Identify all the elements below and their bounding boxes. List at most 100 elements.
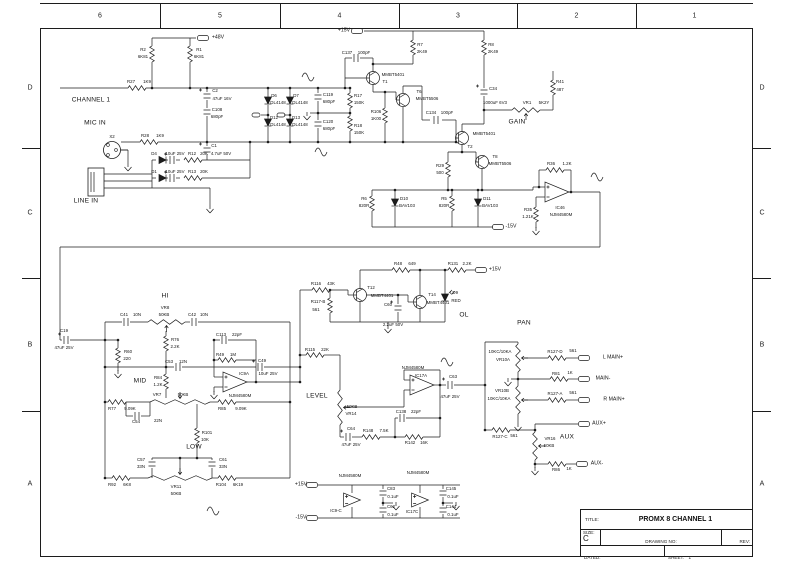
xlr-pin-icon bbox=[114, 148, 118, 152]
transistor-symbol bbox=[353, 288, 364, 302]
junction-dot bbox=[533, 428, 537, 432]
junction-dot bbox=[266, 140, 270, 144]
resistor-symbol bbox=[186, 45, 194, 63]
junction-dot bbox=[288, 86, 292, 90]
capacitor-symbol bbox=[175, 363, 181, 371]
resistor-symbol bbox=[480, 39, 488, 56]
zone-row-label: D bbox=[27, 84, 33, 92]
potentiometer-symbol bbox=[147, 319, 186, 325]
jack-connector-symbol bbox=[87, 167, 105, 197]
zone-row-label: A bbox=[27, 480, 33, 488]
connector-symbol bbox=[197, 35, 209, 41]
title-row: TITLE: PROMX 8 CHANNEL 1 bbox=[581, 510, 752, 530]
resistor-symbol bbox=[545, 167, 565, 173]
connector-symbol bbox=[578, 397, 590, 403]
transistor-symbol bbox=[475, 155, 486, 169]
resistor-symbol bbox=[368, 195, 376, 212]
junction-dot bbox=[348, 140, 352, 144]
resistor-symbol bbox=[111, 475, 131, 481]
wiper-arrow-icon bbox=[164, 324, 169, 332]
diode-symbol bbox=[473, 198, 483, 207]
jack-connector-symbol bbox=[90, 172, 95, 192]
junction-dot bbox=[205, 140, 209, 144]
junction-dot bbox=[569, 190, 573, 194]
junction-dot bbox=[348, 86, 352, 90]
capacitor-symbol bbox=[439, 490, 447, 496]
capacitor-symbol bbox=[203, 93, 211, 99]
ground-icon bbox=[392, 502, 400, 511]
opamp-symbol bbox=[413, 495, 417, 504]
potentiometer-symbol bbox=[515, 343, 521, 373]
zone-row-label: A bbox=[759, 480, 765, 488]
polarity-plus-icon bbox=[164, 152, 167, 156]
capacitor-symbol bbox=[169, 174, 175, 182]
zone-tick bbox=[753, 148, 771, 149]
resistor-symbol bbox=[444, 161, 452, 178]
dated-label: DATED: bbox=[584, 555, 601, 560]
rev-cell: REV: bbox=[722, 530, 752, 545]
zone-row-label: B bbox=[759, 341, 765, 348]
resistor-symbol bbox=[391, 267, 411, 273]
connector-symbol bbox=[578, 421, 590, 427]
opamp-symbol bbox=[224, 375, 228, 388]
capacitor-symbol bbox=[208, 461, 216, 467]
connector-symbol bbox=[306, 482, 318, 488]
capacitor-symbol bbox=[447, 381, 453, 389]
drawing-frame bbox=[40, 28, 753, 557]
sheet-label: SHEET: bbox=[668, 555, 685, 560]
potentiometer-symbol bbox=[147, 475, 213, 481]
polarity-plus-icon bbox=[442, 377, 445, 381]
resistor-symbol bbox=[381, 107, 389, 124]
transistor-symbol bbox=[455, 131, 466, 145]
connector-symbol bbox=[578, 376, 590, 382]
size-cell: SIZE: C bbox=[581, 530, 601, 545]
resistor-symbol bbox=[447, 267, 467, 273]
diode-symbol bbox=[440, 293, 450, 302]
resistor-symbol bbox=[217, 399, 237, 405]
junction-dot bbox=[348, 111, 352, 115]
junction-dot bbox=[328, 288, 332, 292]
diode-symbol bbox=[285, 118, 295, 127]
zone-tick bbox=[22, 148, 40, 149]
ground-icon bbox=[514, 423, 522, 432]
polarity-plus-icon bbox=[340, 429, 343, 433]
zone-tick bbox=[22, 411, 40, 412]
zone-column-label: 5 bbox=[218, 12, 222, 20]
wiper-arrow-icon bbox=[177, 392, 183, 400]
ground-icon bbox=[210, 391, 218, 400]
junction-dot bbox=[288, 400, 292, 404]
resistor-symbol bbox=[183, 157, 203, 163]
zone-tick bbox=[517, 3, 518, 28]
junction-dot bbox=[103, 365, 107, 369]
zone-tick bbox=[22, 278, 40, 279]
capacitor-symbol bbox=[399, 414, 405, 422]
sine-marker-icon bbox=[590, 172, 604, 182]
zone-column-label: 2 bbox=[574, 12, 579, 20]
wiper-arrow-icon bbox=[520, 355, 528, 361]
ground-icon bbox=[384, 325, 392, 334]
potentiometer-symbol bbox=[337, 389, 343, 426]
junction-dot bbox=[188, 86, 192, 90]
ground-icon bbox=[532, 227, 540, 236]
zone-tick bbox=[636, 3, 637, 28]
capacitor-symbol bbox=[353, 54, 359, 62]
connector-symbol bbox=[251, 112, 261, 118]
potentiometer-symbol bbox=[515, 385, 521, 415]
junction-dot bbox=[383, 90, 387, 94]
resistor-symbol bbox=[193, 427, 201, 444]
capacitor-symbol bbox=[433, 116, 439, 124]
zone-row-label: C bbox=[27, 209, 33, 217]
junction-dot bbox=[483, 383, 487, 387]
capacitor-symbol bbox=[123, 318, 129, 326]
diode-symbol bbox=[263, 96, 273, 105]
diode-symbol bbox=[285, 96, 295, 105]
opamp-symbol bbox=[345, 495, 349, 504]
capacitor-symbol bbox=[345, 433, 351, 441]
wiper-arrow-icon bbox=[342, 405, 350, 410]
capacitor-symbol bbox=[480, 89, 488, 95]
wiper-arrow-icon bbox=[523, 112, 529, 120]
junction-dot bbox=[298, 380, 302, 384]
sheet-cell: SHEET: 1 bbox=[665, 546, 752, 560]
junction-dot bbox=[316, 86, 320, 90]
polarity-plus-icon bbox=[252, 359, 255, 363]
